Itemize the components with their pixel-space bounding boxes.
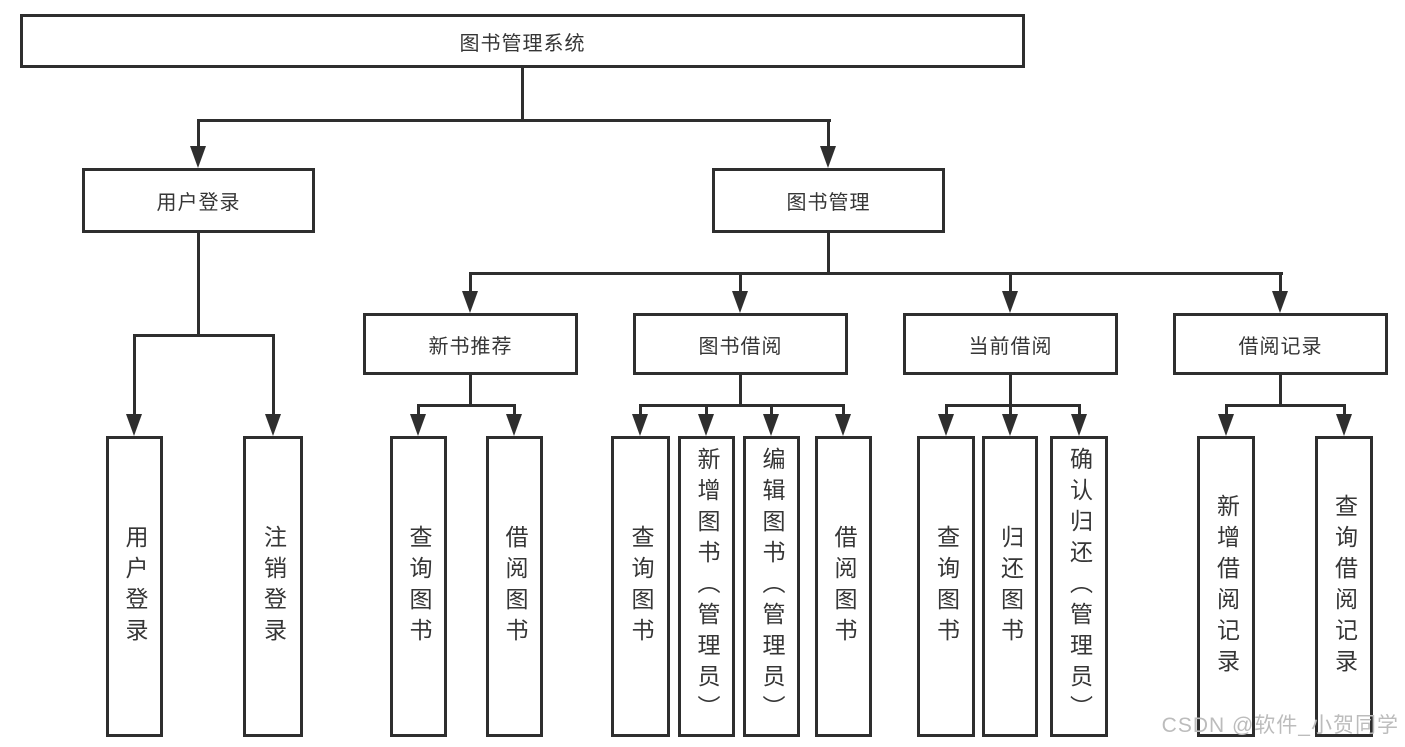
- leaf-recommend-borrow-books-label: 借阅图书: [502, 524, 528, 649]
- node-book-management: 图书管理: [712, 168, 945, 233]
- arrow-down-icon: [190, 146, 206, 168]
- leaf-current-query-books-label: 查询图书: [933, 524, 960, 649]
- connector-line: [639, 404, 844, 407]
- node-borrow-record: 借阅记录: [1173, 313, 1388, 375]
- connector-line: [1225, 404, 1346, 407]
- connector-line: [513, 404, 516, 417]
- arrow-down-icon: [265, 414, 281, 436]
- connector-line: [842, 404, 845, 417]
- connector-line: [739, 272, 742, 295]
- connector-line: [827, 119, 830, 150]
- arrow-down-icon: [1336, 414, 1352, 436]
- connector-line: [1078, 404, 1081, 417]
- leaf-edit-book-admin-label: 编辑图书（管理员）: [759, 447, 785, 726]
- connector-line: [272, 334, 275, 418]
- connector-line: [827, 233, 830, 275]
- node-book-management-label: 图书管理: [786, 192, 871, 214]
- connector-line: [469, 272, 472, 295]
- node-root: 图书管理系统: [20, 14, 1025, 68]
- connector-line: [945, 404, 948, 417]
- leaf-add-book-admin: 新增图书（管理员）: [678, 436, 735, 737]
- connector-line: [705, 404, 708, 417]
- connector-line: [1279, 375, 1282, 407]
- leaf-add-borrow-record: 新增借阅记录: [1197, 436, 1255, 737]
- node-book-borrow: 图书借阅: [633, 313, 848, 375]
- arrow-down-icon: [938, 414, 954, 436]
- arrow-down-icon: [732, 291, 748, 313]
- leaf-borrow-books-label: 借阅图书: [831, 524, 857, 649]
- node-borrow-record-label: 借阅记录: [1238, 335, 1323, 358]
- arrow-down-icon: [835, 414, 851, 436]
- leaf-add-book-admin-label: 新增图书（管理员）: [694, 447, 720, 726]
- arrow-down-icon: [1218, 414, 1234, 436]
- connector-line: [770, 404, 773, 417]
- leaf-return-books: 归还图书: [982, 436, 1038, 737]
- connector-line: [1225, 404, 1228, 417]
- connector-line: [417, 404, 516, 407]
- connector-line: [1009, 404, 1012, 417]
- leaf-logout: 注销登录: [243, 436, 303, 737]
- leaf-query-borrow-record-label: 查询借阅记录: [1331, 493, 1358, 680]
- leaf-confirm-return-admin-label: 确认归还（管理员）: [1066, 447, 1093, 726]
- connector-line: [1009, 272, 1012, 295]
- connector-line: [417, 404, 420, 417]
- node-book-borrow-label: 图书借阅: [698, 335, 783, 358]
- connector-line: [639, 404, 642, 417]
- leaf-user-login-label: 用户登录: [122, 524, 148, 649]
- connector-line: [739, 375, 742, 407]
- leaf-recommend-borrow-books: 借阅图书: [486, 436, 543, 737]
- leaf-confirm-return-admin: 确认归还（管理员）: [1050, 436, 1108, 737]
- leaf-query-borrow-record: 查询借阅记录: [1315, 436, 1373, 737]
- connector-line: [469, 375, 472, 407]
- leaf-add-borrow-record-label: 新增借阅记录: [1213, 493, 1240, 680]
- arrow-down-icon: [1002, 414, 1018, 436]
- arrow-down-icon: [1071, 414, 1087, 436]
- csdn-watermark: CSDN @软件_小贺同学: [1161, 714, 1399, 737]
- leaf-recommend-query-books-label: 查询图书: [406, 524, 432, 649]
- node-current-borrow: 当前借阅: [903, 313, 1118, 375]
- arrow-down-icon: [763, 414, 779, 436]
- leaf-borrow-query-books: 查询图书: [611, 436, 670, 737]
- leaf-current-query-books: 查询图书: [917, 436, 975, 737]
- node-user-login-label: 用户登录: [156, 192, 241, 214]
- leaf-user-login: 用户登录: [106, 436, 163, 737]
- arrow-down-icon: [462, 291, 478, 313]
- connector-line: [945, 404, 1080, 407]
- leaf-logout-label: 注销登录: [260, 524, 287, 649]
- connector-line: [469, 272, 1283, 275]
- connector-line: [521, 68, 524, 121]
- connector-line: [197, 233, 200, 337]
- node-root-label: 图书管理系统: [459, 32, 586, 55]
- leaf-edit-book-admin: 编辑图书（管理员）: [743, 436, 800, 737]
- leaf-return-books-label: 归还图书: [997, 524, 1024, 649]
- arrow-down-icon: [506, 414, 522, 436]
- node-user-login: 用户登录: [82, 168, 315, 233]
- connector-line: [1343, 404, 1346, 417]
- arrow-down-icon: [1272, 291, 1288, 313]
- connector-line: [197, 119, 200, 150]
- arrow-down-icon: [126, 414, 142, 436]
- connector-line: [133, 334, 136, 418]
- leaf-recommend-query-books: 查询图书: [390, 436, 447, 737]
- arrow-down-icon: [698, 414, 714, 436]
- connector-line: [133, 334, 275, 337]
- arrow-down-icon: [820, 146, 836, 168]
- connector-line: [1009, 375, 1012, 407]
- leaf-borrow-query-books-label: 查询图书: [628, 524, 654, 649]
- arrow-down-icon: [410, 414, 426, 436]
- leaf-borrow-books: 借阅图书: [815, 436, 872, 737]
- node-new-book-recommend: 新书推荐: [363, 313, 578, 375]
- arrow-down-icon: [632, 414, 648, 436]
- arrow-down-icon: [1002, 291, 1018, 313]
- node-current-borrow-label: 当前借阅: [968, 335, 1053, 358]
- connector-line: [197, 119, 831, 122]
- connector-line: [1279, 272, 1282, 295]
- node-new-book-recommend-label: 新书推荐: [428, 335, 513, 358]
